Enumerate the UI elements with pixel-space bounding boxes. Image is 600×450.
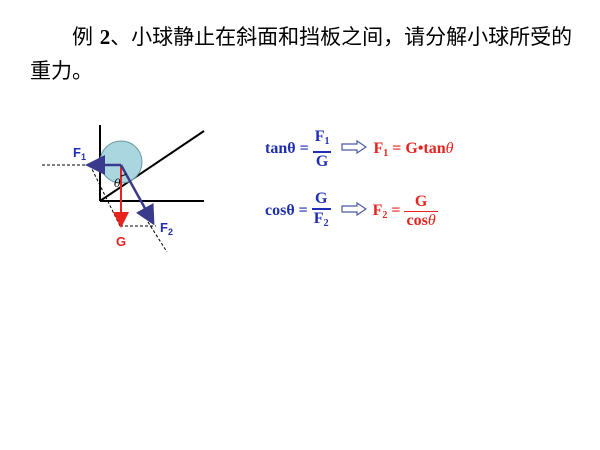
problem-text: 、小球静止在斜面和挡板之间，请分解小球所受的重力。 bbox=[30, 25, 573, 83]
f2-result-numerator: G bbox=[414, 192, 428, 210]
g-label: G bbox=[116, 234, 126, 249]
f2-result-denominator: cosθ bbox=[406, 212, 436, 229]
problem-statement: 例 2、小球静止在斜面和挡板之间，请分解小球所受的重力。 bbox=[30, 20, 585, 88]
equation-tan: tanθ = F1 G F1 = G•tanθ bbox=[265, 128, 454, 171]
tan-fraction: F1 G bbox=[312, 128, 332, 171]
cos-fraction: G F2 bbox=[311, 190, 331, 233]
f1-label: F1 bbox=[73, 145, 86, 162]
equation-cos: cosθ = G F2 F2 = G cosθ bbox=[265, 190, 442, 233]
cos-numerator: G bbox=[314, 190, 328, 207]
tan-denominator: G bbox=[315, 152, 329, 170]
cos-denominator: F2 bbox=[313, 209, 329, 229]
f1-result: F1 = G•tanθ bbox=[373, 139, 454, 159]
f2-result-lhs: F2 = bbox=[372, 201, 401, 221]
tan-lhs: tanθ = bbox=[265, 140, 309, 158]
tan-numerator: F1 bbox=[314, 128, 330, 147]
right-arrow-icon bbox=[341, 139, 368, 159]
f2-result-fraction: G cosθ bbox=[404, 192, 438, 231]
right-arrow-icon bbox=[340, 201, 367, 221]
f2-label: F2 bbox=[160, 220, 173, 237]
dashed-incline-normal-extension bbox=[147, 221, 168, 253]
example-number: 2 bbox=[99, 25, 111, 49]
theta-label: θ bbox=[114, 177, 121, 190]
theta-arc bbox=[120, 173, 127, 177]
cos-lhs: cosθ = bbox=[265, 202, 308, 220]
example-prefix: 例 bbox=[72, 25, 93, 49]
incline-line bbox=[99, 130, 205, 202]
